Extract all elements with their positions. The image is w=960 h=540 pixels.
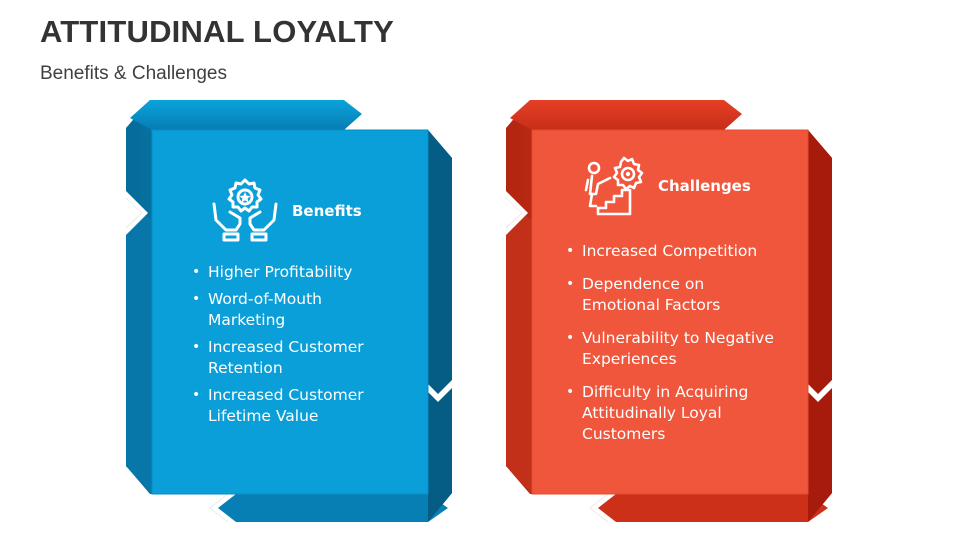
challenges-header: Challenges xyxy=(584,156,751,216)
climber-gear-icon xyxy=(584,156,646,216)
challenges-list: Increased CompetitionDependence onEmotio… xyxy=(566,241,806,457)
challenges-card: Challenges Increased CompetitionDependen… xyxy=(502,98,838,528)
benefits-list: Higher ProfitabilityWord-of-MouthMarketi… xyxy=(192,262,422,433)
benefits-card: Benefits Higher ProfitabilityWord-of-Mou… xyxy=(122,98,458,528)
benefits-heading: Benefits xyxy=(292,202,362,220)
benefits-header: Benefits xyxy=(210,178,362,244)
challenges-heading: Challenges xyxy=(658,177,751,195)
slide-subtitle: Benefits & Challenges xyxy=(40,63,227,84)
challenges-item: Increased Competition xyxy=(566,241,806,262)
award-hands-icon xyxy=(210,178,280,244)
benefits-item: Higher Profitability xyxy=(192,262,422,283)
slide-title: ATTITUDINAL LOYALTY xyxy=(40,14,394,49)
